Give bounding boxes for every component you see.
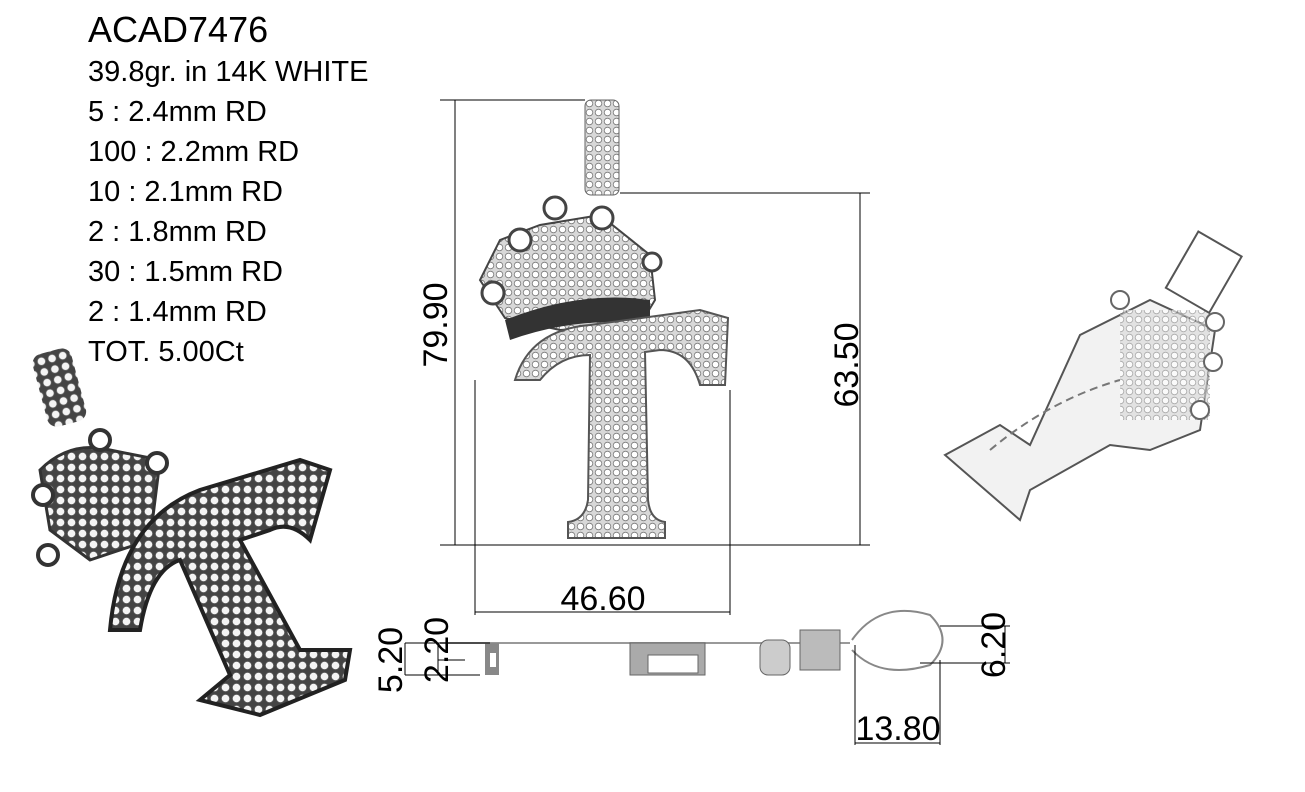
crown-band (505, 297, 650, 340)
letter-t (513, 308, 730, 539)
stone-line: 2 : 1.8mm RD (88, 216, 267, 248)
dim-body-height: 63.50 (828, 322, 866, 407)
stone-line: 5 : 2.4mm RD (88, 96, 267, 128)
front-view (478, 99, 730, 539)
crown-stone (542, 195, 568, 221)
side-view (440, 609, 944, 676)
crown-stone (641, 251, 663, 273)
dimension-lines (440, 99, 870, 615)
crown-stone (589, 205, 615, 231)
stone-line: 2 : 1.4mm RD (88, 296, 267, 328)
perspective-render (31, 348, 353, 718)
crown-stone (507, 227, 533, 253)
back-render (943, 230, 1244, 522)
dim-bail-length: 13.80 (855, 710, 940, 748)
model-number: ACAD7476 (88, 9, 269, 50)
dim-plate-thickness: 2.20 (418, 617, 456, 683)
dim-overall-height: 79.90 (417, 282, 455, 367)
crown-stone (480, 280, 506, 306)
side-dimension-lines (404, 625, 1010, 745)
spec-block: ACAD7476 39.8gr. in 14K WHITE 5 : 2.4mm … (88, 8, 368, 372)
stone-line: 30 : 1.5mm RD (88, 256, 283, 288)
stone-line: 100 : 2.2mm RD (88, 136, 300, 168)
dim-width: 46.60 (560, 580, 645, 618)
stone-line: 10 : 2.1mm RD (88, 176, 283, 208)
bail (584, 99, 620, 196)
metal-weight: 39.8gr. in 14K WHITE (88, 56, 369, 88)
dim-bail-opening: 6.20 (975, 612, 1013, 678)
dim-thickness: 5.20 (372, 627, 410, 693)
total-carat: TOT. 5.00Ct (88, 336, 244, 368)
